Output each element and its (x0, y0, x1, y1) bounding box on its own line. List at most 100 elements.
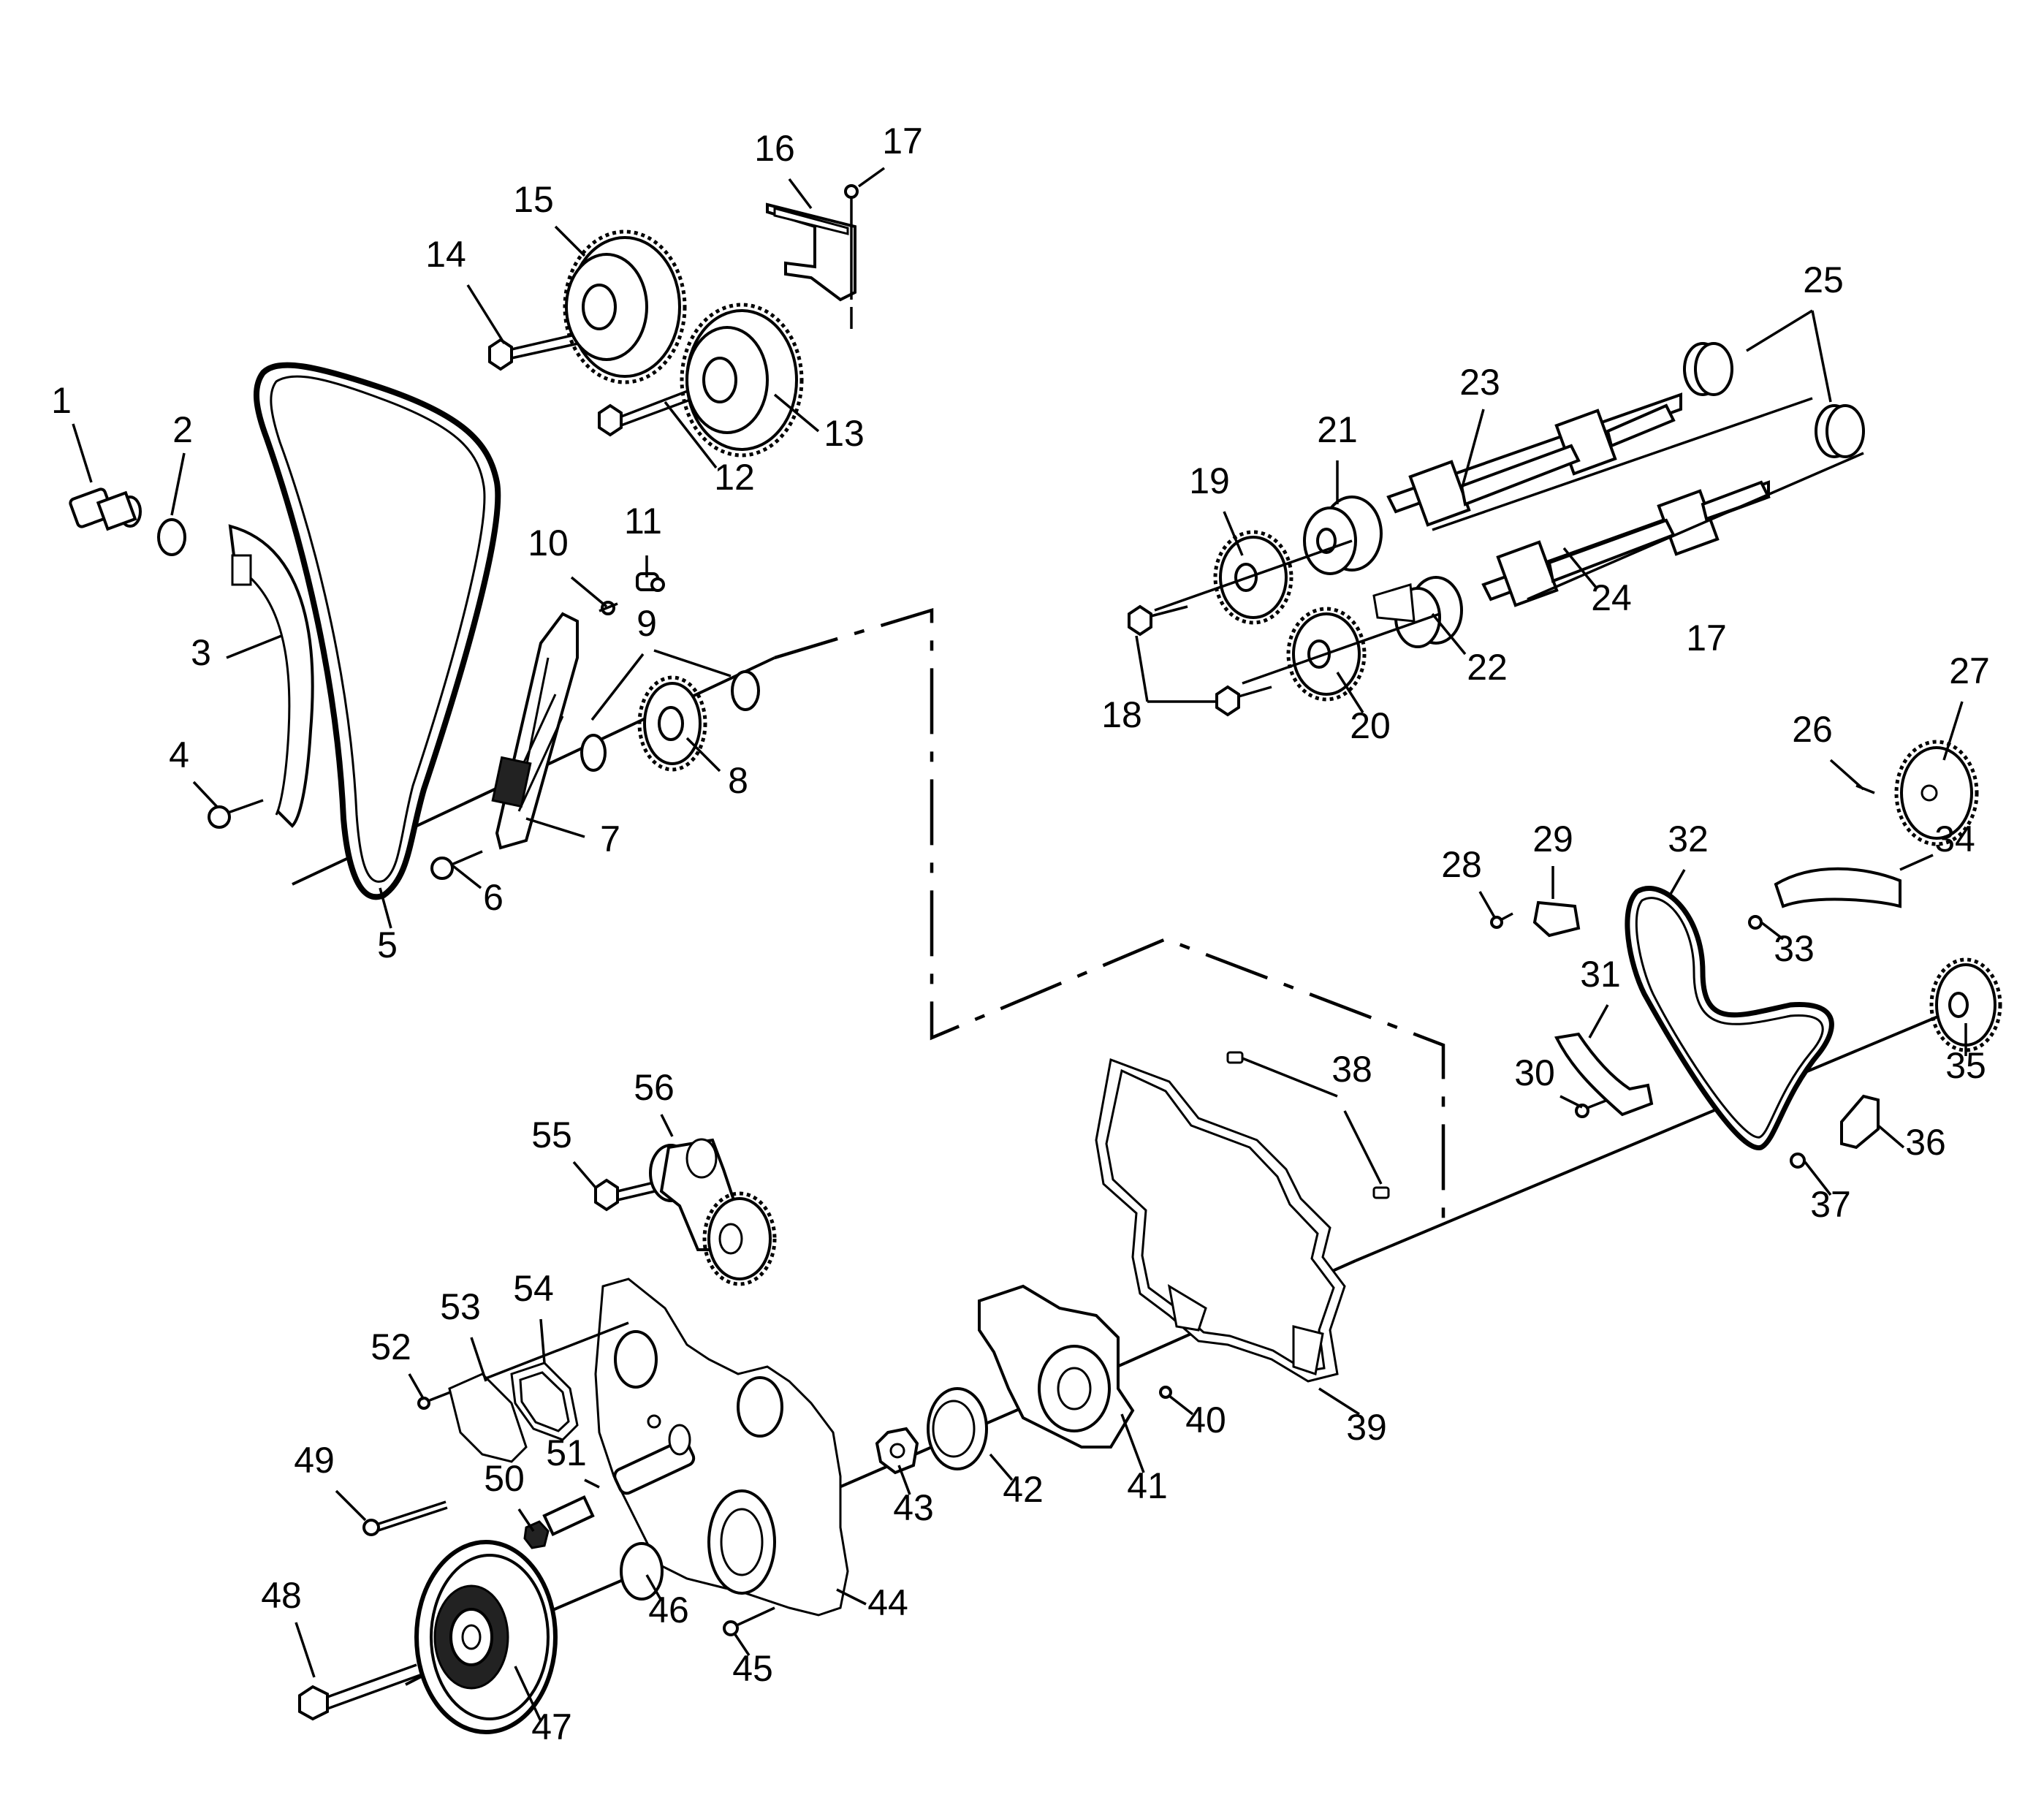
part-37-bolt (1790, 1153, 1806, 1169)
callout-label-37: 37 (1810, 1184, 1851, 1225)
leader-line-23 (1460, 409, 1485, 490)
callout-label-7: 7 (600, 819, 620, 859)
part-27-sprocket (1894, 740, 1979, 846)
callout-label-45: 45 (732, 1648, 773, 1689)
callout-label-50: 50 (484, 1458, 525, 1499)
leader-line-52 (408, 1373, 425, 1400)
part-29-tensioner (1532, 900, 1581, 938)
callout-label-21: 21 (1317, 409, 1358, 450)
part-30-bolt (1575, 1098, 1608, 1118)
part-5-timing-chain (253, 362, 501, 900)
leader-line-8 (685, 737, 721, 772)
part-40-bolt (1159, 1386, 1172, 1399)
callout-label-26: 26 (1792, 709, 1833, 750)
leader-line-16 (788, 178, 813, 210)
callout-leaders (72, 167, 1967, 1722)
callout-label-6: 6 (483, 877, 504, 918)
part-54-gasket (510, 1362, 579, 1441)
part-51-sensor (613, 1424, 696, 1495)
part-18-bolts (1128, 604, 1272, 717)
callout-label-25: 25 (1803, 259, 1844, 300)
part-4-bolt (208, 799, 264, 829)
part-50-fitting (523, 1495, 595, 1549)
callout-label-52: 52 (371, 1326, 411, 1367)
leader-line-22 (1431, 612, 1467, 656)
part-31-guide (1554, 1032, 1654, 1117)
callout-label-47: 47 (531, 1706, 572, 1747)
callout-label-24: 24 (1591, 577, 1632, 618)
leader-line-14 (466, 284, 506, 344)
leader-line-55 (572, 1161, 597, 1189)
callout-label-4: 4 (169, 734, 189, 775)
callout-label-17b: 17 (1686, 618, 1727, 658)
callout-label-12: 12 (714, 457, 755, 498)
callout-label-40: 40 (1185, 1400, 1226, 1440)
leader-line-51 (584, 1478, 600, 1489)
callout-label-44: 44 (867, 1582, 908, 1623)
part-2-o-ring (157, 518, 186, 556)
callout-label-29: 29 (1532, 819, 1573, 859)
leader-line-20 (1336, 672, 1364, 713)
leader-line-19 (1223, 511, 1244, 556)
callout-label-2: 2 (172, 409, 193, 450)
part-41-oil-pump (978, 1284, 1135, 1449)
part-39-gasket (1095, 1058, 1346, 1383)
leader-line-27 (1942, 701, 1964, 761)
part-56-belt-tensioner (649, 1138, 777, 1286)
leader-line-32 (1668, 869, 1686, 896)
leader-line-28 (1478, 891, 1496, 918)
callout-label-1: 1 (51, 380, 72, 421)
part-3-chain-guide (228, 524, 314, 828)
part-38-dowels (1226, 1051, 1390, 1199)
callout-label-18: 18 (1101, 694, 1142, 735)
leader-line-41 (1120, 1413, 1145, 1473)
leader-line-4 (192, 781, 219, 809)
part-25-seals (1432, 309, 1865, 601)
part-11-fitting (636, 572, 665, 592)
part-15-cam-phaser (563, 229, 687, 384)
leader-line-53 (470, 1337, 487, 1382)
leader-line-2 (170, 452, 186, 516)
leader-line-6 (452, 865, 482, 889)
part-33-bolt (1748, 915, 1763, 930)
leader-line-30 (1559, 1095, 1583, 1109)
callout-label-42: 42 (1003, 1469, 1044, 1510)
leader-line-56 (660, 1114, 674, 1137)
callout-label-56: 56 (634, 1067, 675, 1108)
callout-label-35: 35 (1945, 1045, 1986, 1086)
callout-label-33: 33 (1774, 928, 1815, 969)
leader-line-44 (836, 1588, 867, 1606)
callout-label-27: 27 (1949, 650, 1990, 691)
part-23-camshaft (1386, 392, 1682, 527)
leader-line-24 (1562, 547, 1598, 590)
part-49-bolt (362, 1500, 448, 1536)
part-17-bolt (844, 184, 859, 329)
callout-label-23: 23 (1459, 362, 1500, 403)
callout-label-46: 46 (648, 1590, 689, 1630)
callout-label-41: 41 (1127, 1465, 1168, 1506)
part-45-bolt (723, 1606, 775, 1636)
callout-label-34: 34 (1934, 819, 1975, 859)
leader-line-12 (664, 400, 718, 469)
callout-label-9: 9 (637, 603, 657, 644)
part-10-screw (599, 601, 618, 615)
leader-line-34 (1899, 854, 1934, 871)
part-9-washers (580, 649, 760, 772)
callout-label-20: 20 (1350, 705, 1391, 746)
callout-label-53: 53 (440, 1286, 481, 1327)
callout-label-54: 54 (513, 1268, 554, 1309)
part-53-cover-plate (448, 1373, 528, 1463)
callout-label-10: 10 (528, 523, 569, 563)
callout-label-5: 5 (377, 925, 398, 965)
part-16-bracket (766, 202, 856, 302)
part-35-sprocket (1929, 957, 2002, 1052)
leader-line-47 (514, 1666, 542, 1722)
part-48-bolt (298, 1663, 421, 1721)
callout-label-55: 55 (531, 1115, 572, 1155)
callout-label-3: 3 (191, 632, 211, 673)
leader-line-36 (1877, 1124, 1905, 1149)
part-32-chain (1625, 886, 1834, 1150)
leader-line-5 (379, 887, 392, 929)
